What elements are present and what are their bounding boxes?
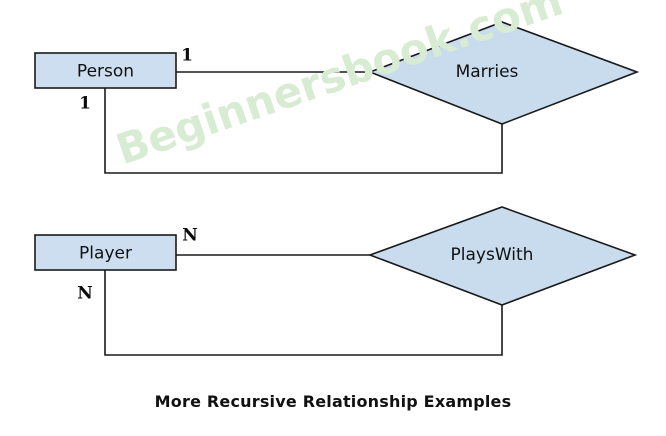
entity-player[interactable]: Player (34, 234, 177, 271)
cardinality-player-right: N (182, 226, 198, 246)
relationship-playswith[interactable]: PlaysWith (367, 206, 638, 306)
cardinality-person-right: 1 (181, 46, 193, 66)
connector-player-playswith-bottom (104, 270, 503, 356)
relationship-playswith-diamond[interactable] (367, 206, 638, 306)
relationship-playswith-label: PlaysWith (451, 245, 534, 265)
connector-person-marries-bottom (104, 88, 503, 174)
diagram-caption: More Recursive Relationship Examples (154, 392, 512, 411)
entity-player-label: Player (79, 244, 132, 264)
cardinality-player-bottom: N (77, 284, 93, 304)
entity-person-box[interactable] (34, 52, 177, 89)
cardinality-person-bottom: 1 (79, 94, 91, 114)
relationship-marries[interactable]: Marries (367, 21, 640, 125)
relationship-marries-diamond[interactable] (367, 21, 640, 125)
entity-person[interactable]: Person (34, 52, 177, 89)
entity-person-label: Person (77, 62, 134, 82)
entity-player-box[interactable] (34, 234, 177, 271)
relationship-marries-label: Marries (456, 62, 519, 82)
